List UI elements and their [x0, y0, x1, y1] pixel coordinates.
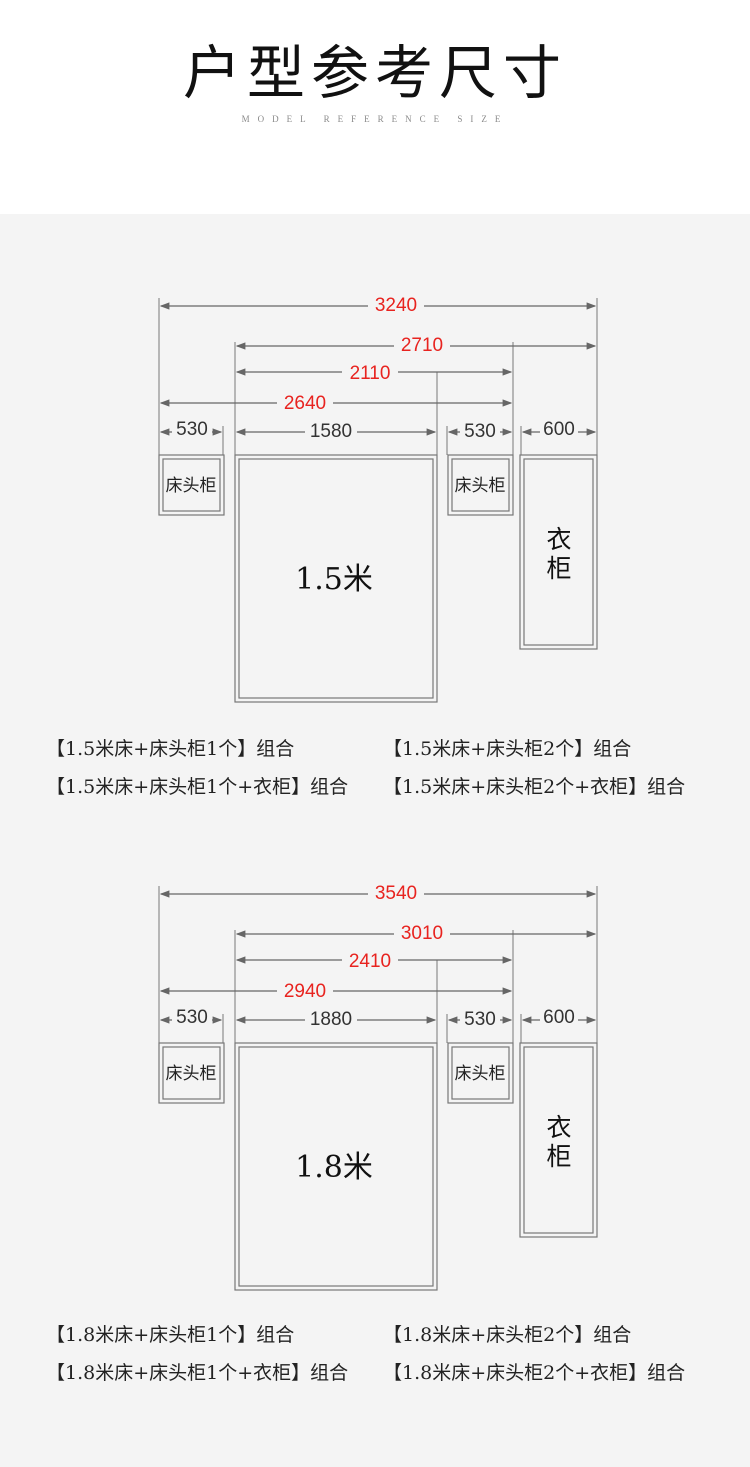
combo-item: 【1.8米床+床头柜1个】组合	[46, 1324, 295, 1346]
nightstand-left-label: 床头柜	[166, 1064, 217, 1084]
nightstand-left-label: 床头柜	[166, 476, 217, 496]
dim-wardrobe: 600	[543, 419, 575, 440]
wardrobe	[519, 1042, 598, 1238]
dim-bed-stand: 2110	[350, 363, 391, 384]
dim-bed: 1880	[310, 1009, 352, 1030]
wardrobe-label-top: 衣	[546, 1113, 571, 1142]
combo-item: 【1.8米床+床头柜2个】组合	[383, 1324, 632, 1346]
dim-bed-stand: 2410	[349, 951, 391, 972]
wardrobe-label-bottom: 柜	[546, 1142, 571, 1171]
page-subtitle: MODEL REFERENCE SIZE	[241, 114, 509, 124]
content-area: 3240 2710 2110 2640 530 1580 530 600 床头柜…	[0, 214, 750, 1467]
combo-item: 【1.8米床+床头柜2个+衣柜】组合	[383, 1362, 686, 1384]
nightstand-right-label: 床头柜	[455, 476, 506, 496]
combo-item: 【1.8米床+床头柜1个+衣柜】组合	[46, 1362, 349, 1384]
bed-label: 1.5米	[295, 562, 373, 597]
dimension-drawing: 3240 2710 2110 2640 530 1580 530 600 床头柜…	[158, 292, 598, 703]
nightstand-right	[447, 1042, 514, 1104]
dim-stand-right: 530	[464, 421, 496, 442]
combo-item: 【1.5米床+床头柜1个】组合	[46, 738, 295, 760]
dim-bed-stands-wardrobe: 2710	[401, 335, 443, 356]
dim-wardrobe: 600	[543, 1007, 575, 1028]
dim-bed-stands-wardrobe: 3010	[401, 923, 443, 944]
nightstand-left	[158, 1042, 225, 1104]
wardrobe-label-bottom: 柜	[546, 554, 571, 583]
layout-diagram-1-5m: 3240 2710 2110 2640 530 1580 530 600 床头柜…	[0, 290, 750, 710]
bed	[234, 454, 438, 703]
dim-total-all: 3240	[375, 295, 417, 316]
bed-label: 1.8米	[295, 1150, 373, 1185]
combo-item: 【1.5米床+床头柜2个+衣柜】组合	[383, 776, 686, 798]
nightstand-right	[447, 454, 514, 516]
combo-item: 【1.5米床+床头柜1个+衣柜】组合	[46, 776, 349, 798]
dim-stand-left: 530	[176, 1007, 208, 1028]
nightstand-left	[158, 454, 225, 516]
dim-stand-right: 530	[464, 1009, 496, 1030]
wardrobe-label-top: 衣	[546, 525, 571, 554]
header: 户型参考尺寸 MODEL REFERENCE SIZE	[0, 0, 750, 214]
dim-stand-bed-stand: 2940	[284, 981, 326, 1002]
page-title: 户型参考尺寸	[182, 39, 567, 107]
bed	[234, 1042, 438, 1291]
dim-stand-bed-stand: 2640	[284, 393, 326, 414]
dim-stand-left: 530	[176, 419, 208, 440]
layout-diagram-1-8m: 3540 3010 2410 2940 530 1880 530 600 床头柜…	[0, 878, 750, 1298]
dim-bed: 1580	[310, 421, 352, 442]
dimension-drawing: 3540 3010 2410 2940 530 1880 530 600 床头柜…	[158, 880, 598, 1291]
dim-total-all: 3540	[375, 883, 417, 904]
nightstand-right-label: 床头柜	[455, 1064, 506, 1084]
wardrobe	[519, 454, 598, 650]
combo-item: 【1.5米床+床头柜2个】组合	[383, 738, 632, 760]
